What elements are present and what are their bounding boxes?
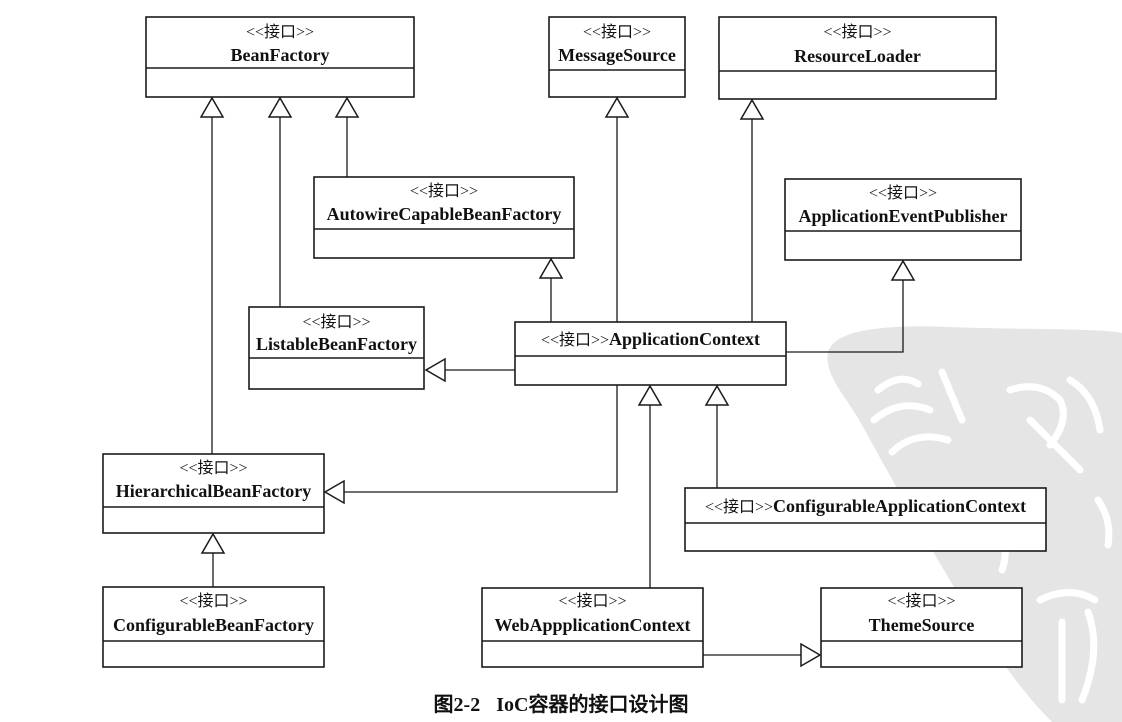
hollow-triangle-arrowhead xyxy=(890,259,916,281)
interface-name: ConfigurableApplicationContext xyxy=(773,496,1026,516)
hollow-triangle-arrowhead xyxy=(267,96,293,118)
interface-name: ListableBeanFactory xyxy=(256,334,417,354)
interface-box xyxy=(313,176,575,259)
interface-box xyxy=(718,16,997,100)
watermark-calligraphy-stroke xyxy=(1094,496,1113,549)
interface-resourceloader: <<接口>> ResourceLoader xyxy=(718,16,997,100)
interface-box xyxy=(784,178,1022,261)
watermark-calligraphy-stroke xyxy=(938,368,966,424)
interface-applicationeventpublisher: <<接口>> ApplicationEventPublisher xyxy=(784,178,1022,261)
watermark-calligraphy-stroke xyxy=(888,433,952,456)
interface-box xyxy=(548,16,686,98)
interface-stereotype: <<接口>> xyxy=(887,592,955,610)
interface-configurablebeanfactory: <<接口>> ConfigurableBeanFactory xyxy=(102,586,325,668)
generalization-configurablebeanfactory-to-hierarchicalbeanfactory xyxy=(200,532,226,587)
generalization-hierarchicalbeanfactory-to-beanfactory xyxy=(199,96,225,454)
interface-stereotype: <<接口>> xyxy=(302,313,370,331)
generalization-applicationcontext-to-hierarchicalbeanfactory xyxy=(323,385,618,505)
generalization-applicationcontext-to-resourceloader xyxy=(739,98,765,322)
hollow-triangle-arrowhead xyxy=(538,257,564,279)
hollow-triangle-arrowhead xyxy=(604,96,630,118)
connector-line xyxy=(344,385,618,493)
watermark-calligraphy-stroke xyxy=(1078,608,1098,704)
interface-stereotype: <<接口>> xyxy=(823,23,891,41)
interface-name: ResourceLoader xyxy=(794,46,921,66)
connector-line xyxy=(786,280,904,353)
interface-messagesource: <<接口>> MessageSource xyxy=(548,16,686,98)
hollow-triangle-arrowhead xyxy=(323,479,345,505)
interface-box xyxy=(145,16,415,98)
generalization-webapplicationcontext-to-themesource xyxy=(703,642,822,668)
hollow-triangle-arrowhead xyxy=(200,532,226,554)
interface-name: ConfigurableBeanFactory xyxy=(113,615,314,635)
generalization-configurableapplicationcontext-to-applicationcontext xyxy=(704,384,730,488)
generalization-applicationcontext-to-messagesource xyxy=(604,96,630,322)
interface-box xyxy=(248,306,425,390)
interface-name: HierarchicalBeanFactory xyxy=(116,481,312,501)
generalization-autowirecapablebeanfactory-to-beanfactory xyxy=(334,96,360,177)
interface-name: BeanFactory xyxy=(231,45,330,65)
interface-name: AutowireCapableBeanFactory xyxy=(327,204,562,224)
interface-name: ApplicationContext xyxy=(609,329,760,349)
interface-stereotype: <<接口>> xyxy=(179,592,247,610)
interface-name: MessageSource xyxy=(558,45,676,65)
hollow-triangle-arrowhead xyxy=(704,384,730,406)
interface-box xyxy=(102,586,325,668)
interface-box xyxy=(102,453,325,534)
interface-webapplicationcontext: <<接口>> WebAppplicationContext xyxy=(481,587,704,668)
interface-label: <<接口>>ConfigurableApplicationContext xyxy=(705,496,1026,516)
hollow-triangle-arrowhead xyxy=(800,642,822,668)
watermark-calligraphy-stroke xyxy=(870,402,934,424)
interface-stereotype: <<接口>> xyxy=(410,182,478,200)
generalization-listablebeanfactory-to-beanfactory xyxy=(267,96,293,307)
interface-label: <<接口>>ApplicationContext xyxy=(541,329,760,349)
figure-caption: 图2-2 IoC容器的接口设计图 xyxy=(434,692,689,716)
hollow-triangle-arrowhead xyxy=(739,98,765,120)
watermark-calligraphy-stroke xyxy=(1026,416,1084,474)
watermark-calligraphy-stroke xyxy=(1066,376,1104,434)
interface-stereotype: <<接口>> xyxy=(246,23,314,41)
interface-stereotype: <<接口>> xyxy=(541,331,609,349)
interface-stereotype: <<接口>> xyxy=(179,459,247,477)
interface-name: WebAppplicationContext xyxy=(494,615,690,635)
interface-themesource: <<接口>> ThemeSource xyxy=(820,587,1023,668)
hollow-triangle-arrowhead xyxy=(637,384,663,406)
hollow-triangle-arrowhead xyxy=(424,357,446,383)
interface-beanfactory: <<接口>> BeanFactory xyxy=(145,16,415,98)
hollow-triangle-arrowhead xyxy=(334,96,360,118)
interface-box xyxy=(684,487,1047,552)
generalization-applicationcontext-to-autowirecapablebeanfactory xyxy=(538,257,564,322)
watermark-calligraphy-stroke xyxy=(1036,589,1099,604)
figure-number: 图2-2 xyxy=(434,693,481,716)
generalization-webapplicationcontext-to-applicationcontext xyxy=(637,384,663,588)
interface-hierarchicalbeanfactory: <<接口>> HierarchicalBeanFactory xyxy=(102,453,325,534)
generalization-applicationcontext-to-applicationeventpublisher xyxy=(786,259,916,353)
generalization-applicationcontext-to-listablebeanfactory xyxy=(424,357,515,383)
interface-box xyxy=(820,587,1023,668)
interface-autowirecapablebeanfactory: <<接口>> AutowireCapableBeanFactory xyxy=(313,176,575,259)
interface-applicationcontext: <<接口>>ApplicationContext xyxy=(514,321,787,386)
watermark-calligraphy-stroke xyxy=(1006,383,1067,449)
interface-name: ThemeSource xyxy=(869,615,975,635)
interface-stereotype: <<接口>> xyxy=(869,184,937,202)
interface-configurableapplicationcontext: <<接口>>ConfigurableApplicationContext xyxy=(684,487,1047,552)
interface-box xyxy=(514,321,787,386)
interface-name: ApplicationEventPublisher xyxy=(798,206,1007,226)
interface-stereotype: <<接口>> xyxy=(583,23,651,41)
interface-box xyxy=(481,587,704,668)
figure-title: IoC容器的接口设计图 xyxy=(496,692,688,716)
watermark-calligraphy-stroke xyxy=(874,375,922,394)
interface-listablebeanfactory: <<接口>> ListableBeanFactory xyxy=(248,306,425,390)
hollow-triangle-arrowhead xyxy=(199,96,225,118)
interface-stereotype: <<接口>> xyxy=(705,498,773,516)
interface-stereotype: <<接口>> xyxy=(558,592,626,610)
